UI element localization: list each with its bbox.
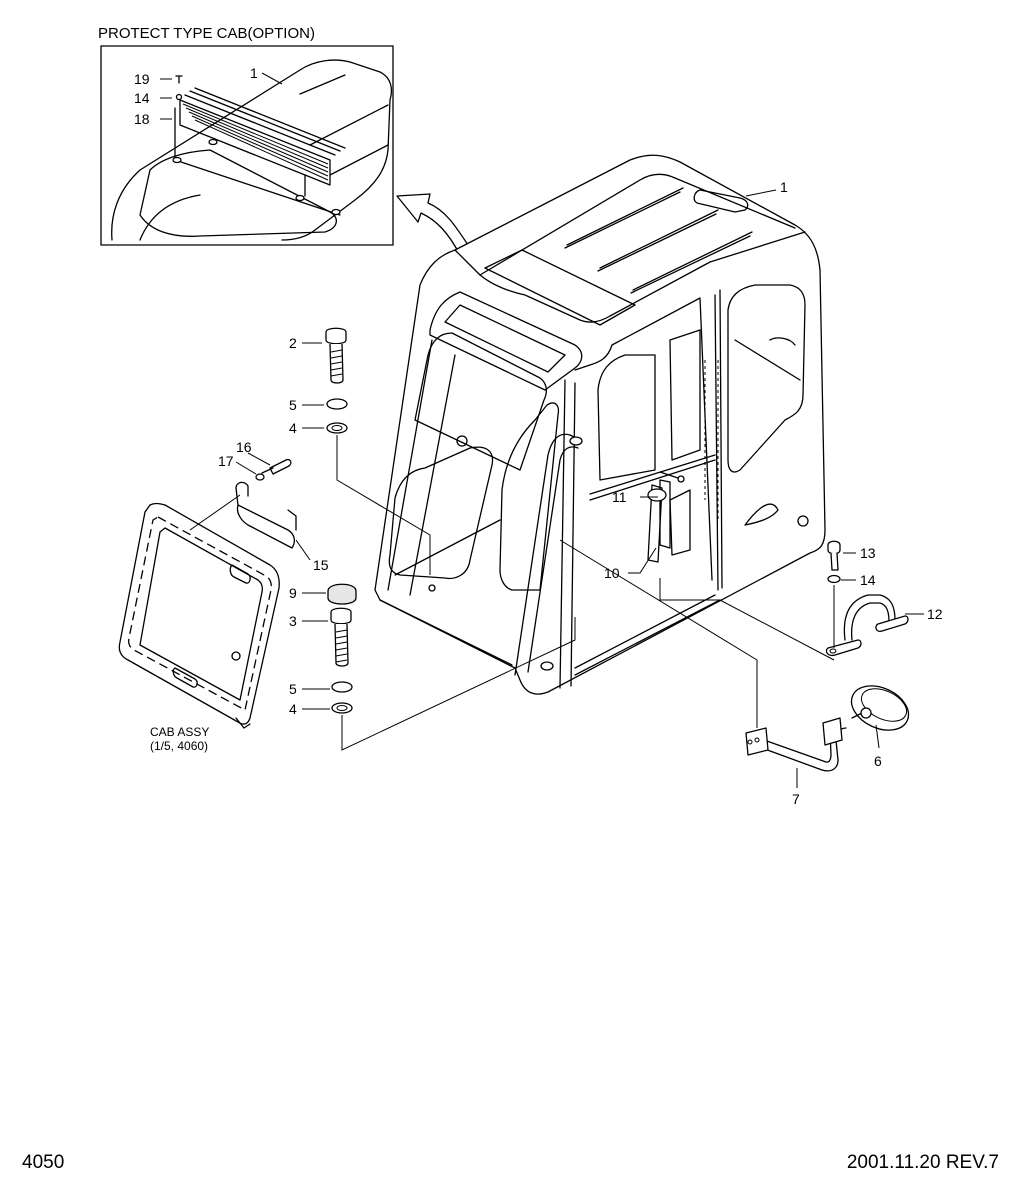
callout-5-upper: 5 bbox=[289, 397, 297, 413]
callout-leaders bbox=[235, 189, 924, 788]
callout-11: 11 bbox=[612, 489, 627, 505]
bolt-part-16 bbox=[261, 458, 292, 475]
cap-part-9 bbox=[327, 583, 357, 605]
handle-part-12 bbox=[825, 594, 909, 657]
flat-washer-4-upper bbox=[326, 422, 348, 434]
callout-5-lower: 5 bbox=[289, 681, 297, 697]
callout-17: 17 bbox=[218, 453, 234, 469]
cab-assy-label: CAB ASSY bbox=[150, 725, 209, 739]
callout-14: 14 bbox=[860, 572, 876, 588]
holder-part-15 bbox=[235, 481, 297, 549]
inset-cab-roof bbox=[111, 59, 393, 241]
mirror-stay-part-7 bbox=[745, 717, 847, 772]
callout-2: 2 bbox=[289, 335, 297, 351]
callout-1: 1 bbox=[780, 179, 788, 195]
cab-glass-panel bbox=[118, 502, 280, 729]
inset-title: PROTECT TYPE CAB(OPTION) bbox=[98, 25, 315, 42]
inset-pointer-arrow bbox=[396, 193, 471, 256]
callout-inset-14: 14 bbox=[134, 90, 150, 106]
callout-4-lower: 4 bbox=[289, 701, 297, 717]
callout-15: 15 bbox=[313, 557, 329, 573]
flat-washer-4-lower bbox=[331, 702, 353, 714]
bolt-part-13 bbox=[827, 540, 841, 571]
callout-inset-19: 19 bbox=[134, 71, 150, 87]
bolt-part-3 bbox=[330, 607, 352, 667]
cab-assy-ref: (1/5, 4060) bbox=[150, 739, 208, 753]
page-number: 4050 bbox=[22, 1152, 65, 1173]
protect-cab-inset: PROTECT TYPE CAB(OPTION) bbox=[98, 25, 394, 246]
callout-3: 3 bbox=[289, 613, 297, 629]
callout-16: 16 bbox=[236, 439, 252, 455]
callout-4-upper: 4 bbox=[289, 420, 297, 436]
callout-labels: 1 2 5 4 16 17 11 15 10 13 14 9 12 3 5 4 … bbox=[150, 179, 943, 807]
lever-assembly bbox=[647, 471, 691, 563]
washer-part-14 bbox=[827, 574, 841, 584]
bolt-part-2 bbox=[325, 327, 347, 384]
callout-12: 12 bbox=[927, 606, 943, 622]
callout-13: 13 bbox=[860, 545, 876, 561]
callout-inset-1: 1 bbox=[250, 65, 258, 81]
revision-date: 2001.11.20 REV.7 bbox=[846, 1152, 999, 1173]
callout-inset-18: 18 bbox=[134, 111, 150, 127]
washer-part-17 bbox=[255, 473, 265, 481]
callout-10: 10 bbox=[604, 565, 620, 581]
inset-frame bbox=[100, 45, 394, 246]
inset-guard-rack bbox=[172, 75, 346, 216]
mirror-part-6 bbox=[850, 685, 910, 731]
lock-washer-5-lower bbox=[331, 681, 353, 693]
cab-body bbox=[374, 154, 826, 695]
callout-7: 7 bbox=[792, 791, 800, 807]
callout-9: 9 bbox=[289, 585, 297, 601]
lock-washer-5-upper bbox=[326, 398, 348, 410]
callout-6: 6 bbox=[874, 753, 882, 769]
